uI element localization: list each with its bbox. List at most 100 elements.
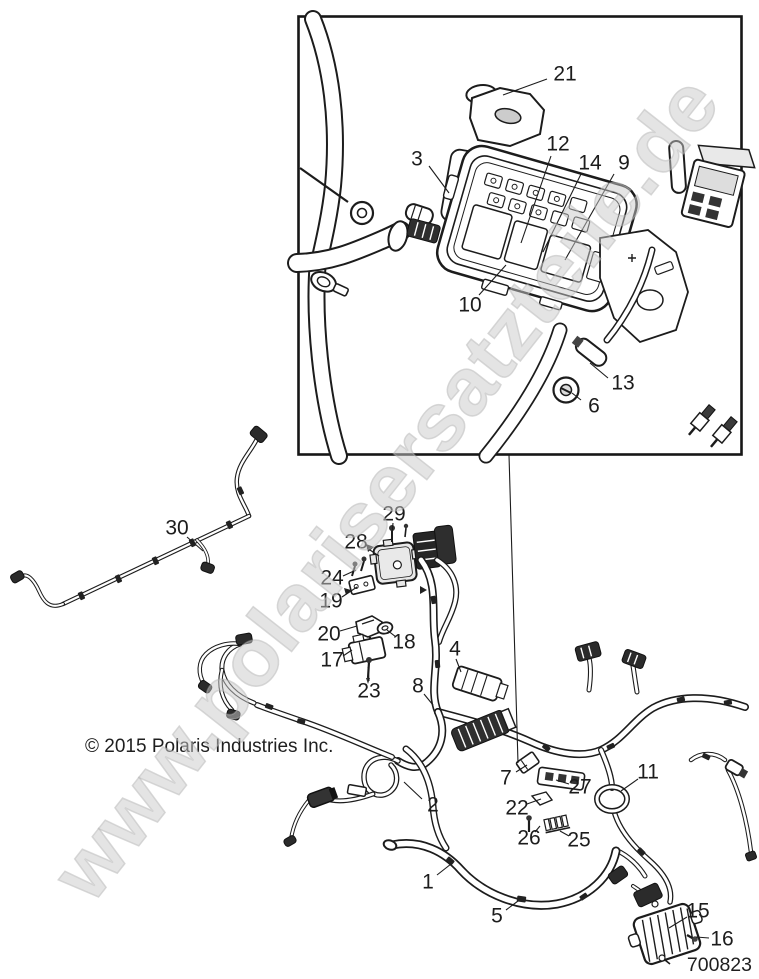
callout-7-leader: [515, 764, 528, 773]
callout-20: 20: [317, 623, 358, 646]
callout-8: 8: [412, 675, 434, 706]
callout-8-number: 8: [412, 675, 424, 698]
callout-20-leader: [339, 625, 358, 632]
callout-16-number: 16: [710, 928, 733, 951]
callout-30-leader: [186, 536, 204, 552]
callout-6-leader: [571, 392, 582, 401]
callout-29-leader: [391, 522, 394, 535]
callout-26-number: 26: [517, 827, 540, 850]
callout-12: 12: [520, 133, 570, 244]
spade-terminals: [687, 404, 738, 448]
callout-12-leader: [520, 155, 552, 244]
tube-sensor-connector: [387, 203, 441, 252]
callout-1-number: 1: [422, 871, 434, 894]
accessory-relay: [668, 140, 756, 228]
part-number: 700823: [687, 954, 752, 976]
callout-7-number: 7: [500, 767, 512, 790]
callout-2-leader: [403, 781, 423, 800]
part-22-bracket: [530, 791, 554, 806]
callout-17: 17: [320, 649, 353, 672]
callout-16: 16: [695, 928, 734, 951]
callout-3: 3: [411, 148, 450, 194]
callout-10-number: 10: [458, 294, 481, 317]
callout-26-leader: [534, 825, 541, 833]
part-17-relay: [341, 633, 387, 665]
harness-clips: [77, 486, 245, 601]
part-25-terminal-strip: [543, 814, 571, 834]
frame-bolt: [310, 270, 349, 297]
callout-27-leader: [555, 779, 570, 785]
part-19-bracket: [348, 574, 376, 596]
callout-3-leader: [428, 165, 450, 194]
callout-14: 14: [542, 152, 602, 253]
ribbed-connector-block: [451, 707, 517, 752]
callout-28: 28: [344, 531, 380, 557]
callout-19: 19: [319, 586, 358, 613]
fuses-row-1: [483, 172, 588, 214]
part-16-screw: [686, 933, 698, 942]
callout-1: 1: [422, 863, 452, 894]
callout-6-number: 6: [588, 395, 600, 418]
callout-21-number: 21: [553, 63, 576, 86]
callout-9: 9: [564, 152, 630, 261]
callout-9-number: 9: [618, 152, 630, 175]
callout-15-number: 15: [686, 900, 709, 923]
callout-26: 26: [517, 825, 541, 850]
callout-19-leader: [341, 586, 358, 598]
callout-21-leader: [502, 78, 548, 96]
callout-28-number: 28: [344, 531, 367, 554]
callout-14-number: 14: [578, 152, 602, 175]
callout-4-leader: [455, 658, 462, 673]
callout-10: 10: [458, 264, 507, 317]
callout-29: 29: [382, 503, 406, 535]
callout-13-leader: [589, 362, 609, 379]
callout-2: 2: [403, 781, 439, 817]
callout-5: 5: [491, 900, 519, 928]
callout-15-leader: [668, 916, 688, 929]
callout-13: 13: [589, 362, 635, 395]
part-30-jumper-harness: [10, 425, 268, 608]
callout-14-leader: [542, 173, 582, 253]
callout-10-leader: [478, 264, 507, 296]
callout-24-number: 24: [320, 567, 344, 590]
ring-terminal: [299, 167, 375, 226]
part-4-connector: [451, 665, 509, 702]
callout-30: 30: [165, 517, 204, 552]
inset-detail-view: [297, 17, 756, 457]
callout-18: 18: [386, 629, 416, 654]
callout-18-leader: [386, 629, 397, 638]
direction-arrows: [344, 544, 427, 595]
callout-23-number: 23: [357, 680, 380, 703]
callout-16-leader: [695, 936, 710, 939]
boot-connector: [306, 786, 339, 808]
callout-23: 23: [357, 666, 381, 703]
callout-4: 4: [449, 638, 462, 673]
callout-25-number: 25: [567, 829, 590, 852]
copyright-text: © 2015 Polaris Industries Inc.: [85, 736, 333, 757]
callout-24-leader: [342, 569, 357, 577]
callout-22-number: 22: [505, 797, 528, 820]
part-1-main-harness-loop: [382, 839, 616, 906]
callout-5-leader: [505, 900, 519, 911]
callout-2-number: 2: [427, 794, 439, 817]
callout-30-number: 30: [165, 517, 188, 540]
callout-1-leader: [436, 863, 452, 876]
callout-17-leader: [342, 649, 353, 657]
callout-24: 24: [320, 567, 357, 590]
harness-end-connector: [283, 835, 297, 847]
callout-29-number: 29: [382, 503, 405, 526]
callout-13-number: 13: [611, 372, 634, 395]
callout-15: 15: [668, 900, 710, 929]
callout-8-leader: [423, 693, 434, 706]
callout-9-leader: [564, 173, 615, 261]
callout-21: 21: [502, 63, 577, 96]
part-13-boot: [571, 250, 652, 367]
callout-6: 6: [571, 392, 600, 418]
callout-3-number: 3: [411, 148, 423, 171]
callout-4-number: 4: [449, 638, 461, 661]
callout-25: 25: [559, 829, 591, 852]
callout-7: 7: [500, 764, 528, 790]
